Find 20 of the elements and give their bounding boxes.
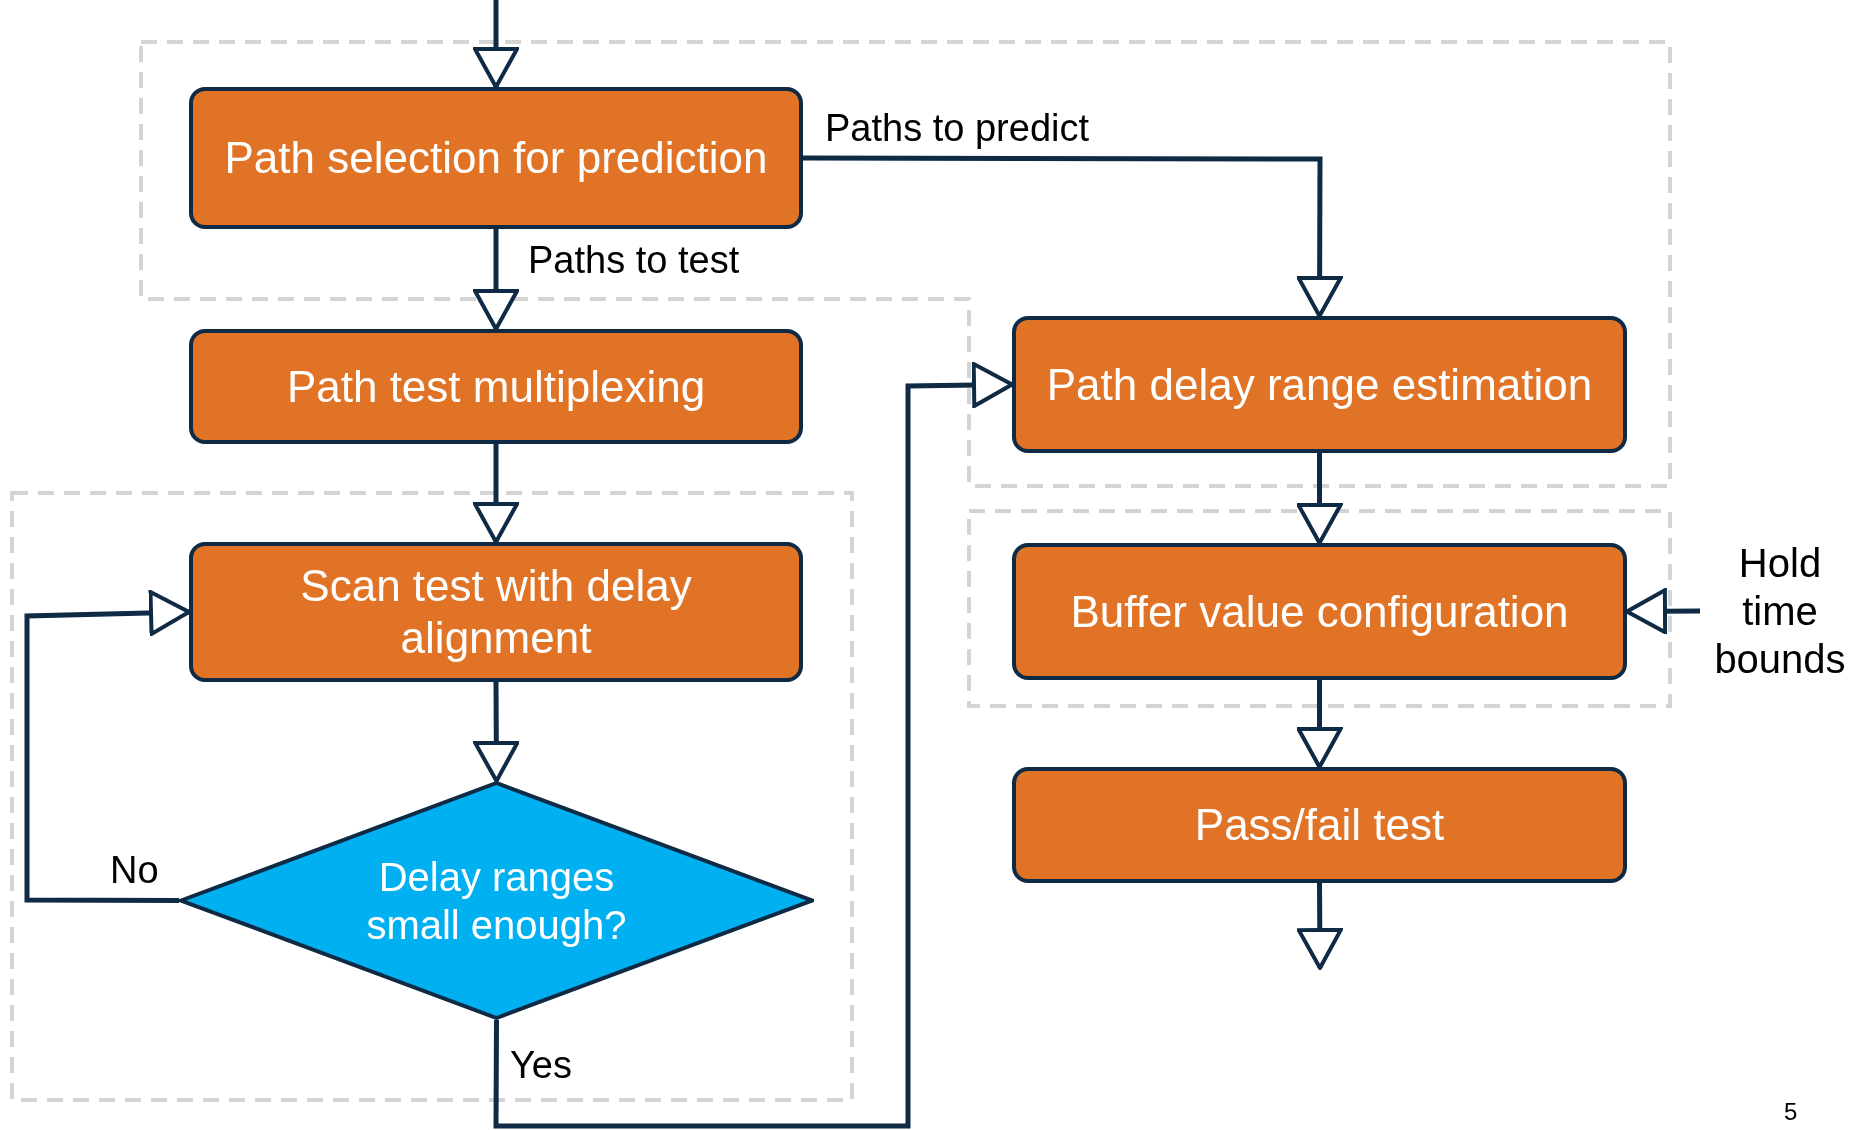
arrow [1625,588,1700,635]
process-box: Path delay range estimation [1012,316,1627,453]
arrow [1296,680,1343,769]
arrow [473,444,519,544]
arrow [803,155,1343,318]
arrow [1296,453,1343,545]
process-box: Buffer value configuration [1012,543,1627,680]
arrow [473,229,519,331]
decision-diamond: Delay ranges small enough? [179,781,814,1020]
process-box: Scan test with delay alignment [189,542,803,682]
arrow [493,362,1014,1129]
process-box: Pass/fail test [1012,767,1627,883]
arrow [473,682,520,783]
process-box: Path test multiplexing [189,329,803,444]
arrow [1296,883,1343,970]
arrow [24,589,191,903]
process-box: Path selection for prediction [189,87,803,229]
arrow [473,0,519,89]
input-text: Hold time bounds [1700,530,1860,692]
page-number: 5 [1784,1098,1798,1126]
